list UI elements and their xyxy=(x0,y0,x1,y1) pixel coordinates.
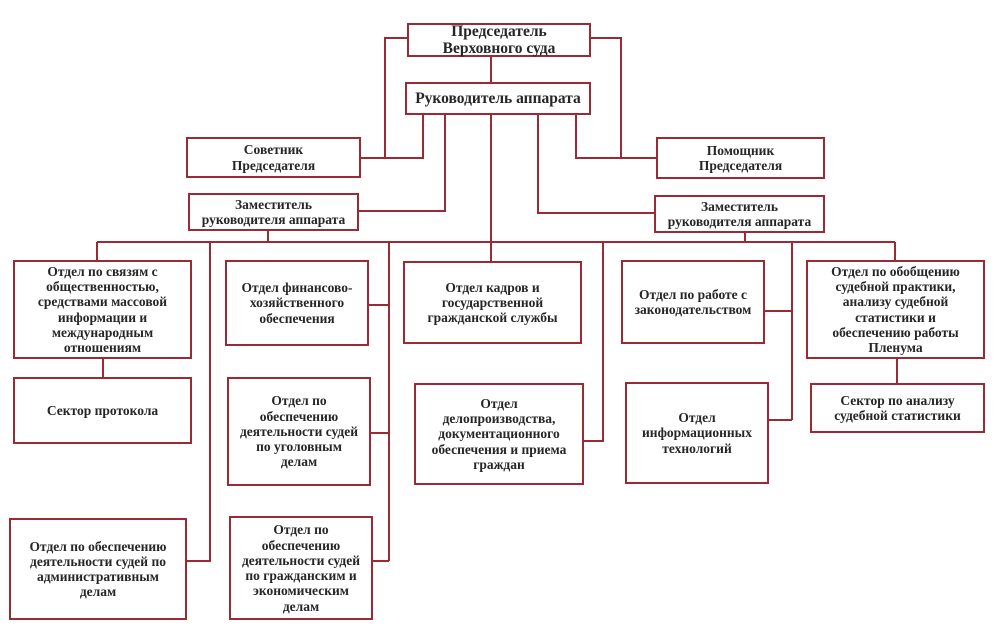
sector-statistics-box: Сектор по анализу судебной статистики xyxy=(810,383,985,433)
dept-practice-box: Отдел по обобщению судебной практики, ан… xyxy=(806,260,985,359)
deputy-right-label: Заместитель руководителя аппарата xyxy=(667,198,812,229)
dept-finance-box: Отдел финансово- хозяйственного обеспече… xyxy=(225,260,369,346)
dept-records-label: Отдел делопроизводства, документационног… xyxy=(431,395,567,472)
chairman-label: Председатель Верховного суда xyxy=(442,22,556,58)
advisor-box: Советник Председателя xyxy=(186,137,361,178)
dept-admin-cases-label: Отдел по обеспечению деятельности судей … xyxy=(29,538,167,600)
deputy-right-box: Заместитель руководителя аппарата xyxy=(654,195,825,233)
sector-protocol-label: Сектор протокола xyxy=(46,402,159,418)
dept-civil-box: Отдел по обеспечению деятельности судей … xyxy=(229,516,373,620)
assistant-box: Помощник Председателя xyxy=(656,137,825,179)
dept-criminal-label: Отдел по обеспечению деятельности судей … xyxy=(239,393,359,470)
dept-hr-label: Отдел кадров и государственной гражданск… xyxy=(427,279,558,326)
dept-hr-box: Отдел кадров и государственной гражданск… xyxy=(403,261,582,344)
dept-legislation-box: Отдел по работе с законодательством xyxy=(621,260,765,344)
deputy-left-label: Заместитель руководителя аппарата xyxy=(201,196,346,227)
chief-of-staff-box: Руководитель аппарата xyxy=(405,82,591,115)
dept-practice-label: Отдел по обобщению судебной практики, ан… xyxy=(831,263,960,355)
deputy-left-box: Заместитель руководителя аппарата xyxy=(188,193,359,231)
dept-public-relations-box: Отдел по связям с общественностью, средс… xyxy=(13,260,192,359)
dept-admin-cases-box: Отдел по обеспечению деятельности судей … xyxy=(9,518,187,620)
dept-criminal-box: Отдел по обеспечению деятельности судей … xyxy=(227,377,371,486)
assistant-label: Помощник Председателя xyxy=(698,142,783,173)
sector-statistics-label: Сектор по анализу судебной статистики xyxy=(834,392,961,423)
dept-finance-label: Отдел финансово- хозяйственного обеспече… xyxy=(241,280,353,326)
dept-it-box: Отдел информационных технологий xyxy=(625,382,769,484)
dept-civil-label: Отдел по обеспечению деятельности судей … xyxy=(241,522,361,614)
sector-protocol-box: Сектор протокола xyxy=(13,377,192,444)
dept-records-box: Отдел делопроизводства, документационног… xyxy=(414,383,584,485)
chief-of-staff-label: Руководитель аппарата xyxy=(415,89,581,107)
dept-public-relations-label: Отдел по связям с общественностью, средс… xyxy=(37,263,168,355)
advisor-label: Советник Председателя xyxy=(231,142,316,173)
chairman-box: Председатель Верховного суда xyxy=(407,23,591,57)
dept-legislation-label: Отдел по работе с законодательством xyxy=(634,286,752,317)
dept-it-label: Отдел информационных технологий xyxy=(642,410,752,456)
